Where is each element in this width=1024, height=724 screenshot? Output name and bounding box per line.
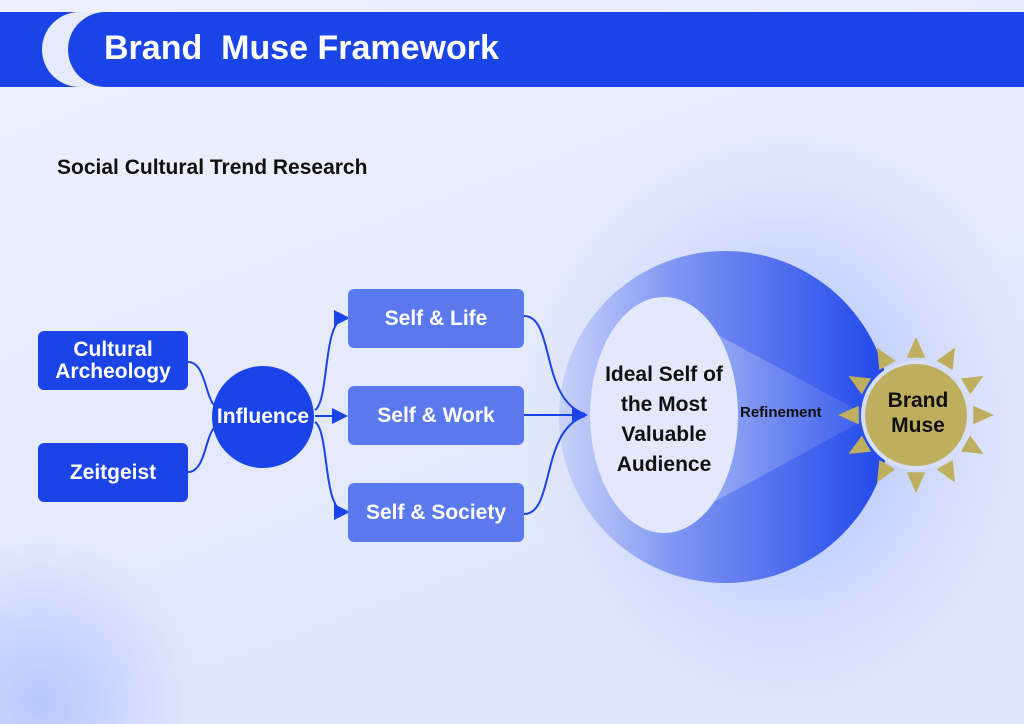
section-subtitle: Social Cultural Trend Research [57,156,368,179]
node-influence: Influence [212,366,314,468]
connector-society-ideal [523,415,586,515]
connector-influence-society [314,421,350,520]
sun-ray [877,347,896,371]
sun-ray [848,435,872,454]
header-pill [68,12,1024,87]
refinement-label: Refinement [740,404,822,421]
sun-ray [960,376,984,395]
refinement-cone [690,320,870,515]
ideal-self-label: Ideal Self of the Most Valuable Audience [605,363,723,476]
node-self-work: Self & Work [348,386,524,445]
brand-muse-circle [865,364,967,466]
sun-ray [973,405,994,425]
page-title: Brand Muse Framework [104,29,499,67]
sun-ray [960,435,984,454]
sun-ray [877,459,896,483]
connector-influence-life [314,310,350,411]
node-cultural-archeology: Cultural Archeology [38,331,188,390]
connector-archeology-influence [187,361,215,406]
ideal-self-ellipse [590,297,738,533]
sun-ray [838,405,859,425]
connector-life-ideal [523,315,586,415]
sun-ray [936,347,955,371]
sun-ray [906,337,926,358]
sun-ray [848,376,872,395]
sun-ray [936,459,955,483]
connector-zeitgeist-influence [187,427,215,473]
node-self-society: Self & Society [348,483,524,542]
sun-rays [838,337,994,493]
sun-ray [906,472,926,493]
node-self-life: Self & Life [348,289,524,348]
brand-muse-label: Brand Muse [887,389,949,437]
node-zeitgeist: Zeitgeist [38,443,188,502]
